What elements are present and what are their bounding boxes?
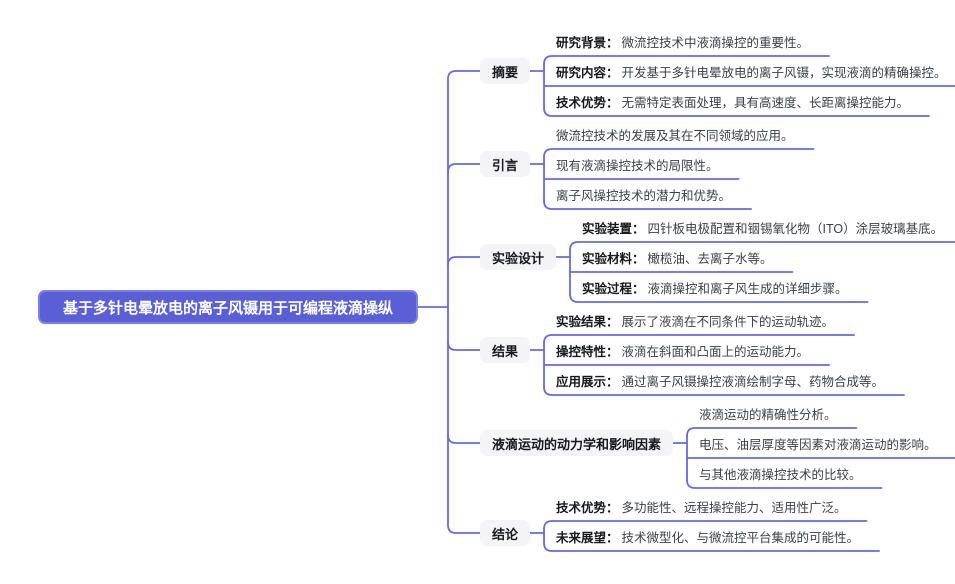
branch-topic-label: 摘要 bbox=[492, 64, 519, 80]
branch-row: 结论 技术优势： 多功能性、远程操控能力、适用性广泛。 未来展望： 技术微型化、… bbox=[480, 491, 955, 551]
branch-topic-node[interactable]: 引言 bbox=[480, 151, 531, 177]
root-topic-node[interactable]: 基于多针电晕放电的离子风镊用于可编程液滴操纵 bbox=[38, 290, 419, 324]
leaf-node[interactable]: 实验装置： 四针板电极配置和铟锡氧化物（ITO）涂层玻璃基底。 bbox=[582, 212, 955, 242]
leaf-label: 实验装置： bbox=[582, 222, 645, 236]
root-topic-label: 基于多针电晕放电的离子风镊用于可编程液滴操纵 bbox=[63, 299, 394, 317]
leaf-node[interactable]: 应用展示： 通过离子风镊操控液滴绘制字母、药物合成等。 bbox=[556, 365, 904, 395]
branch-topic-label: 液滴运动的动力学和影响因素 bbox=[492, 436, 662, 452]
leaf-label: 操控特性： bbox=[556, 345, 619, 359]
leaf-text: 通过离子风镊操控液滴绘制字母、药物合成等。 bbox=[621, 375, 885, 389]
branch-row: 液滴运动的动力学和影响因素 液滴运动的精确性分析。 电压、油层厚度等因素对液滴运… bbox=[480, 398, 955, 488]
leaf-node[interactable]: 离子风操控技术的潜力和优势。 bbox=[556, 179, 751, 209]
branch-row: 引言 微流控技术的发展及其在不同领域的应用。 现有液滴操控技术的局限性。 离子风… bbox=[480, 119, 955, 209]
leaf-node[interactable]: 未来展望： 技术微型化、与微流控平台集成的可能性。 bbox=[556, 521, 879, 551]
leaf-text: 无需特定表面处理，具有高速度、长距离操控能力。 bbox=[621, 96, 910, 110]
leaf-label: 技术优势： bbox=[556, 96, 619, 110]
branch-topic-node[interactable]: 结论 bbox=[480, 520, 531, 546]
leaf-label: 研究内容： bbox=[556, 66, 619, 80]
leaf-label: 实验结果： bbox=[556, 315, 619, 329]
branch-topic-label: 引言 bbox=[492, 157, 519, 173]
leaf-node[interactable]: 微流控技术的发展及其在不同领域的应用。 bbox=[556, 119, 814, 149]
branch-leaves: 实验结果： 展示了液滴在不同条件下的运动轨迹。 操控特性： 液滴在斜面和凸面上的… bbox=[556, 305, 904, 395]
leaf-label: 实验材料： bbox=[582, 252, 645, 266]
leaf-label: 未来展望： bbox=[556, 531, 619, 545]
leaf-node[interactable]: 与其他液滴操控技术的比较。 bbox=[699, 458, 882, 488]
leaf-text: 与其他液滴操控技术的比较。 bbox=[699, 468, 862, 482]
leaf-text: 技术微型化、与微流控平台集成的可能性。 bbox=[621, 531, 860, 545]
leaf-text: 液滴运动的精确性分析。 bbox=[699, 408, 837, 422]
leaf-node[interactable]: 技术优势： 多功能性、远程操控能力、适用性广泛。 bbox=[556, 491, 867, 521]
leaf-text: 展示了液滴在不同条件下的运动轨迹。 bbox=[621, 315, 835, 329]
leaf-text: 离子风操控技术的潜力和优势。 bbox=[556, 189, 732, 203]
branch-topic-label: 实验设计 bbox=[492, 250, 545, 266]
leaf-text: 微流控技术中液滴操控的重要性。 bbox=[621, 36, 810, 50]
branch-leaves: 实验装置： 四针板电极配置和铟锡氧化物（ITO）涂层玻璃基底。 实验材料： 橄榄… bbox=[582, 212, 955, 302]
leaf-text: 多功能性、远程操控能力、适用性广泛。 bbox=[621, 501, 847, 515]
leaf-node[interactable]: 电压、油层厚度等因素对液滴运动的影响。 bbox=[699, 428, 955, 458]
leaf-node[interactable]: 技术优势： 无需特定表面处理，具有高速度、长距离操控能力。 bbox=[556, 86, 929, 116]
leaf-node[interactable]: 实验过程： 液滴操控和离子风生成的详细步骤。 bbox=[582, 272, 868, 302]
leaf-text: 现有液滴操控技术的局限性。 bbox=[556, 159, 719, 173]
branch-leaves: 微流控技术的发展及其在不同领域的应用。 现有液滴操控技术的局限性。 离子风操控技… bbox=[556, 119, 814, 209]
leaf-label: 实验过程： bbox=[582, 282, 645, 296]
branch-leaves: 液滴运动的精确性分析。 电压、油层厚度等因素对液滴运动的影响。 与其他液滴操控技… bbox=[699, 398, 955, 488]
branch-leaves: 技术优势： 多功能性、远程操控能力、适用性广泛。 未来展望： 技术微型化、与微流… bbox=[556, 491, 879, 551]
branch-topic-label: 结论 bbox=[492, 526, 519, 542]
leaf-text: 橄榄油、去离子水等。 bbox=[647, 252, 773, 266]
branches-container: 摘要 研究背景： 微流控技术中液滴操控的重要性。 研究内容： 开发基于多针电晕放… bbox=[480, 0, 955, 551]
leaf-label: 应用展示： bbox=[556, 375, 619, 389]
branch-leaves: 研究背景： 微流控技术中液滴操控的重要性。 研究内容： 开发基于多针电晕放电的离… bbox=[556, 26, 955, 116]
branch-topic-node[interactable]: 液滴运动的动力学和影响因素 bbox=[480, 430, 674, 456]
leaf-node[interactable]: 研究背景： 微流控技术中液滴操控的重要性。 bbox=[556, 26, 829, 56]
branch-topic-label: 结果 bbox=[492, 343, 519, 359]
leaf-node[interactable]: 实验材料： 橄榄油、去离子水等。 bbox=[582, 242, 793, 272]
leaf-node[interactable]: 研究内容： 开发基于多针电晕放电的离子风镊，实现液滴的精确操控。 bbox=[556, 56, 955, 86]
leaf-text: 四针板电极配置和铟锡氧化物（ITO）涂层玻璃基底。 bbox=[647, 222, 944, 236]
leaf-text: 液滴在斜面和凸面上的运动能力。 bbox=[621, 345, 810, 359]
leaf-node[interactable]: 现有液滴操控技术的局限性。 bbox=[556, 149, 739, 179]
leaf-label: 研究背景： bbox=[556, 36, 619, 50]
branch-topic-node[interactable]: 实验设计 bbox=[480, 244, 557, 270]
branch-topic-node[interactable]: 摘要 bbox=[480, 58, 531, 84]
leaf-text: 液滴操控和离子风生成的详细步骤。 bbox=[647, 282, 848, 296]
leaf-text: 微流控技术的发展及其在不同领域的应用。 bbox=[556, 129, 794, 143]
branch-topic-node[interactable]: 结果 bbox=[480, 337, 531, 363]
leaf-node[interactable]: 操控特性： 液滴在斜面和凸面上的运动能力。 bbox=[556, 335, 829, 365]
leaf-node[interactable]: 液滴运动的精确性分析。 bbox=[699, 398, 857, 428]
branch-row: 实验设计 实验装置： 四针板电极配置和铟锡氧化物（ITO）涂层玻璃基底。 实验材… bbox=[480, 212, 955, 302]
leaf-label: 技术优势： bbox=[556, 501, 619, 515]
leaf-node[interactable]: 实验结果： 展示了液滴在不同条件下的运动轨迹。 bbox=[556, 305, 854, 335]
branch-row: 摘要 研究背景： 微流控技术中液滴操控的重要性。 研究内容： 开发基于多针电晕放… bbox=[480, 26, 955, 116]
branch-row: 结果 实验结果： 展示了液滴在不同条件下的运动轨迹。 操控特性： 液滴在斜面和凸… bbox=[480, 305, 955, 395]
leaf-text: 开发基于多针电晕放电的离子风镊，实现液滴的精确操控。 bbox=[621, 66, 947, 80]
leaf-text: 电压、油层厚度等因素对液滴运动的影响。 bbox=[699, 438, 937, 452]
